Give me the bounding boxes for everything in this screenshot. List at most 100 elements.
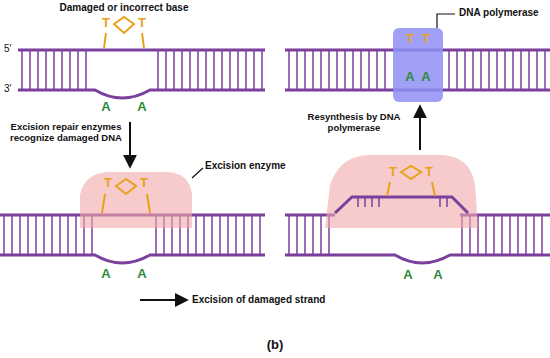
rung (336, 50, 338, 90)
rung (344, 50, 346, 90)
rung (67, 215, 69, 255)
rung (352, 50, 354, 90)
rung (493, 215, 495, 255)
rung (45, 50, 47, 90)
rung (211, 215, 213, 255)
strand-end: 3′ (4, 83, 11, 95)
base-letter: A (101, 267, 110, 282)
base-letter: T (140, 176, 148, 191)
rung (304, 215, 306, 255)
dna-strand (18, 49, 265, 52)
rung (544, 50, 546, 90)
rung (85, 50, 87, 90)
rung (360, 50, 362, 90)
rung (189, 50, 191, 90)
rung (541, 215, 543, 255)
rung (509, 215, 511, 255)
damage-label: Damaged or incorrect base (60, 2, 189, 14)
rung (488, 50, 490, 90)
base-letter: T (406, 32, 414, 47)
dimers-and-arrows (102, 14, 455, 300)
step-arrow (129, 122, 131, 166)
rung (205, 50, 207, 90)
rung (221, 50, 223, 90)
rung (528, 50, 530, 90)
rung (19, 215, 21, 255)
base-letter: A (101, 100, 110, 115)
rung (35, 215, 37, 255)
rung (288, 215, 290, 255)
leader-line (192, 168, 203, 178)
rung (501, 215, 503, 255)
rung (517, 215, 519, 255)
rung (243, 215, 245, 255)
rung (165, 50, 167, 90)
rung (456, 50, 458, 90)
fragment-rung (371, 197, 373, 207)
enzyme-label: Excision enzyme (205, 160, 286, 172)
leader-line (437, 14, 455, 28)
thymine-dimer (387, 166, 435, 196)
rung (227, 215, 229, 255)
rung (29, 50, 31, 90)
enzyme-label: DNA polymerase (459, 7, 539, 19)
rung (296, 215, 298, 255)
rung (464, 50, 466, 90)
base-letter: A (421, 70, 430, 85)
rung (11, 215, 13, 255)
base-letter: A (137, 267, 146, 282)
fragment-rung (439, 197, 441, 207)
base-letter: T (104, 176, 112, 191)
rung (312, 50, 314, 90)
rung (480, 50, 482, 90)
base-pair-rungs (4, 50, 545, 255)
rung (320, 50, 322, 90)
rung (21, 50, 23, 90)
fragment-rung (446, 197, 448, 207)
rung (261, 50, 263, 90)
base-letter: T (138, 16, 146, 31)
rung (536, 50, 538, 90)
step-label: Excision repair enzymes recognize damage… (10, 122, 122, 144)
rung (253, 50, 255, 90)
rung (235, 215, 237, 255)
base-letter: A (403, 268, 412, 283)
rung-group (289, 215, 329, 255)
base-letter: T (425, 165, 433, 180)
rung (203, 215, 205, 255)
rung (53, 50, 55, 90)
fragment-rung (357, 197, 359, 207)
rung (376, 50, 378, 90)
rung (37, 50, 39, 90)
rung (173, 50, 175, 90)
excised-fragment-shape (325, 155, 478, 228)
base-letter: T (102, 16, 110, 31)
rung (219, 215, 221, 255)
strand-end: 5′ (4, 43, 11, 55)
rung-group (22, 50, 262, 90)
rung (288, 50, 290, 90)
rung (43, 215, 45, 255)
rung (485, 215, 487, 255)
fragment-rung (364, 197, 366, 207)
figure-caption: (b) (267, 338, 284, 353)
rung (75, 215, 77, 255)
step-arrow (419, 107, 421, 150)
base-letter: T (422, 32, 430, 47)
rung (237, 50, 239, 90)
excision-enzyme-shape (80, 172, 192, 228)
dna-strands (0, 50, 550, 263)
rung (157, 50, 159, 90)
rung (59, 215, 61, 255)
rung (195, 215, 197, 255)
rung (51, 215, 53, 255)
rung (304, 50, 306, 90)
rung (213, 50, 215, 90)
dna-strand (0, 255, 265, 263)
rung (197, 50, 199, 90)
dna-polymerase-shape (393, 28, 443, 102)
rung (61, 50, 63, 90)
rung (320, 215, 322, 255)
thymine-dimer (104, 17, 144, 48)
